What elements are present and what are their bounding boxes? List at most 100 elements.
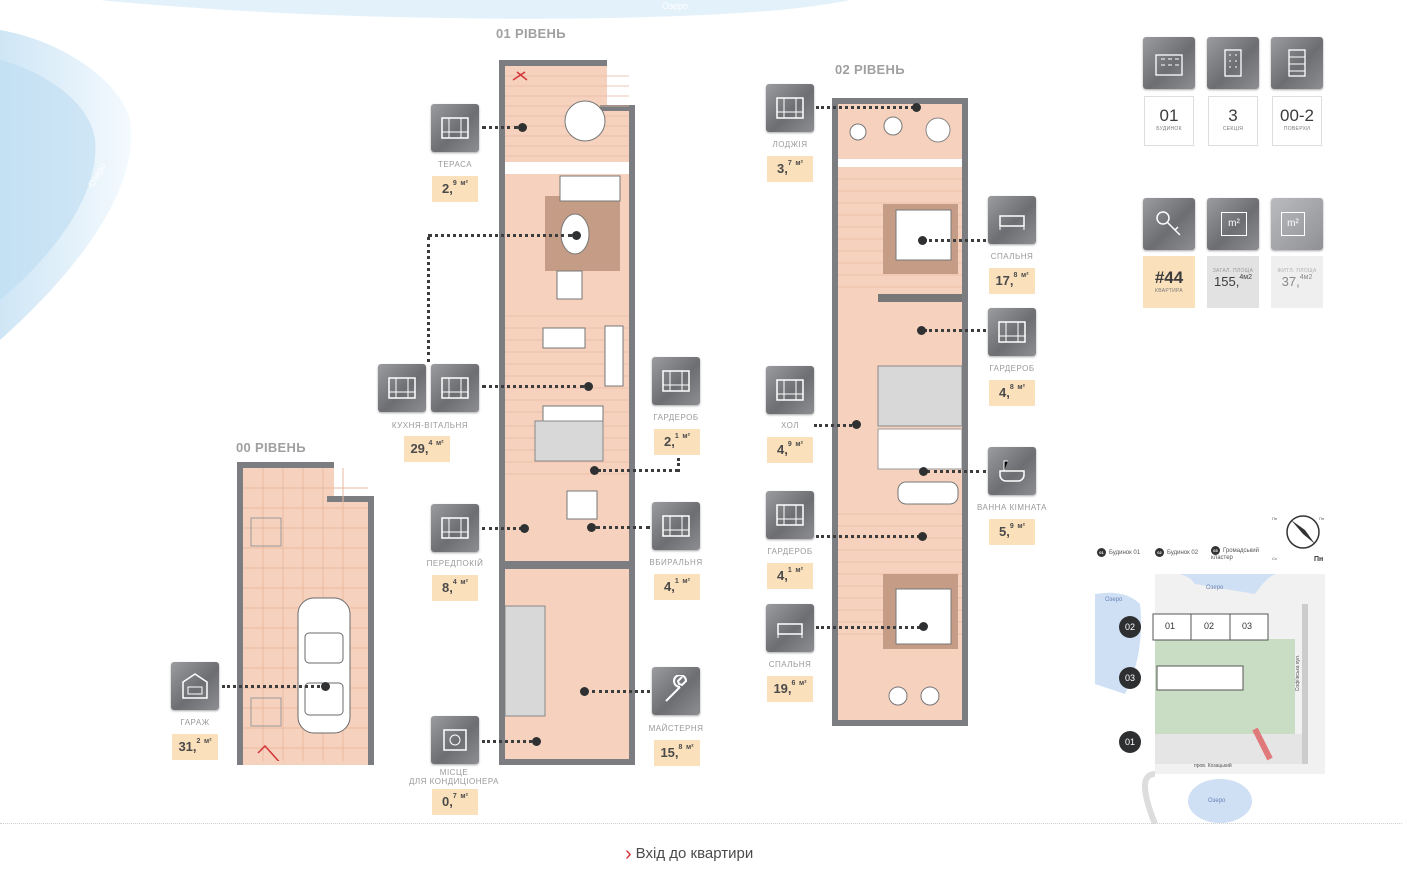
workshop-label: МАЙСТЕРНЯ bbox=[648, 724, 704, 733]
wardrobe1-leader-v bbox=[677, 458, 680, 472]
level-01-drawing bbox=[505, 71, 629, 717]
toilet-icon bbox=[652, 502, 700, 550]
living-area-icon: m² bbox=[1271, 198, 1323, 250]
kitchen-leader-2 bbox=[482, 385, 584, 388]
sitemap-block-01: 01 bbox=[1165, 621, 1176, 631]
kitchen-label: КУХНЯ-ВІТАЛЬНЯ bbox=[391, 421, 469, 430]
ac-label-2: ДЛЯ КОНДИЦІОНЕРА bbox=[408, 777, 500, 786]
sitemap-street-right: Софіївська вул. bbox=[1295, 654, 1302, 692]
hall1-marker bbox=[520, 524, 529, 533]
kitchen-marker bbox=[584, 382, 593, 391]
ac-icon bbox=[431, 716, 479, 764]
chevron-right-icon: › bbox=[625, 842, 632, 865]
ac-leader bbox=[482, 740, 532, 743]
terrace-area: 2,9 м² bbox=[432, 176, 478, 202]
bath-marker bbox=[919, 467, 928, 476]
sitemap-badge-02: 02 bbox=[1119, 616, 1141, 638]
wardrobe3-label: ГАРДЕРОБ bbox=[767, 547, 813, 556]
bath-leader bbox=[927, 470, 986, 473]
toilet-marker bbox=[587, 523, 596, 532]
wardrobe3-marker bbox=[918, 532, 927, 541]
toilet-area: 4,1 м² bbox=[654, 574, 700, 600]
ac-area: 0,7 м² bbox=[432, 789, 478, 815]
hall2-leader bbox=[814, 424, 852, 427]
level-02-title: 02 РІВЕНЬ bbox=[835, 62, 905, 77]
bedroom2-area: 19,6 м² bbox=[767, 676, 813, 702]
terrace-icon bbox=[431, 104, 479, 152]
hall1-leader bbox=[482, 527, 522, 530]
hall2-marker bbox=[852, 420, 861, 429]
workshop-area: 15,8 м² bbox=[654, 740, 700, 766]
wardrobe2-label: ГАРДЕРОБ bbox=[989, 364, 1035, 373]
wardrobe1-icon bbox=[652, 357, 700, 405]
toilet-label: ВБИРАЛЬНЯ bbox=[649, 558, 703, 567]
bedroom2-leader bbox=[816, 626, 920, 629]
garage-marker bbox=[321, 682, 330, 691]
workshop-marker bbox=[580, 687, 589, 696]
sitemap-street-bottom: пров. Козацький bbox=[1194, 763, 1232, 769]
lake-shape bbox=[0, 0, 850, 340]
hall2-label: ХОЛ bbox=[781, 421, 799, 430]
sitemap-block-02: 02 bbox=[1204, 621, 1215, 631]
sitemap-lake-bottom: Озеро bbox=[1208, 798, 1226, 804]
sitemap-lake-left: Озеро bbox=[1105, 597, 1123, 603]
wardrobe1-area: 2,1 м² bbox=[654, 429, 700, 455]
wardrobe2-leader bbox=[924, 329, 986, 332]
loggia-area: 3,7 м² bbox=[767, 156, 813, 182]
terrace-marker bbox=[518, 123, 527, 132]
toilet-leader bbox=[596, 526, 650, 529]
compass-icon bbox=[1283, 512, 1323, 552]
section-icon bbox=[1207, 37, 1259, 89]
ac-marker bbox=[532, 737, 541, 746]
garage-icon bbox=[171, 662, 219, 710]
keys-icon bbox=[1143, 198, 1195, 250]
loggia-icon bbox=[766, 84, 814, 132]
bathroom-icon bbox=[988, 447, 1036, 495]
bedroom2-marker bbox=[919, 622, 928, 631]
level-00-title: 00 РІВЕНЬ bbox=[236, 440, 306, 455]
workshop-leader bbox=[592, 690, 650, 693]
bedroom1-marker bbox=[918, 236, 927, 245]
wardrobe2-icon bbox=[988, 308, 1036, 356]
sitemap-badge-01: 01 bbox=[1119, 731, 1141, 753]
living-room-icon bbox=[431, 364, 479, 412]
kitchen-area: 29,4 м² bbox=[404, 436, 450, 462]
compass-sw: Сх bbox=[1272, 556, 1277, 561]
bath-area: 5,9 м² bbox=[989, 519, 1035, 545]
kitchen-icon bbox=[378, 364, 426, 412]
wardrobe2-marker bbox=[917, 326, 926, 335]
hall2-icon bbox=[766, 366, 814, 414]
bedroom1-area: 17,8 м² bbox=[989, 268, 1035, 294]
apartment-entrance-link[interactable]: ›Вхід до квартири bbox=[625, 842, 753, 865]
bedroom1-icon bbox=[988, 196, 1036, 244]
floors-icon bbox=[1271, 37, 1323, 89]
workshop-icon bbox=[652, 667, 700, 715]
sitemap-block-03: 03 bbox=[1242, 621, 1253, 631]
terrace-leader bbox=[482, 126, 518, 129]
wardrobe1-label: ГАРДЕРОБ bbox=[653, 413, 699, 422]
living-marker bbox=[572, 231, 581, 240]
level-01-title: 01 РІВЕНЬ bbox=[496, 26, 566, 41]
loggia-label: ЛОДЖІЯ bbox=[772, 140, 808, 149]
hall1-label: ПЕРЕДПОКІЙ bbox=[426, 559, 484, 568]
kitchen-leader-v bbox=[427, 237, 430, 362]
garage-area: 31,2 м² bbox=[172, 734, 218, 760]
bedroom1-leader bbox=[924, 239, 986, 242]
terrace-label: ТЕРАСА bbox=[437, 160, 473, 169]
loggia-marker bbox=[912, 103, 921, 112]
garage-drawing bbox=[243, 468, 368, 761]
wardrobe3-leader bbox=[816, 535, 920, 538]
kitchen-leader-h bbox=[428, 234, 572, 237]
compass-nw: Пн bbox=[1272, 516, 1278, 521]
garage-label: ГАРАЖ bbox=[180, 718, 210, 727]
total-area-icon: m² bbox=[1207, 198, 1259, 250]
loggia-leader bbox=[816, 106, 914, 109]
